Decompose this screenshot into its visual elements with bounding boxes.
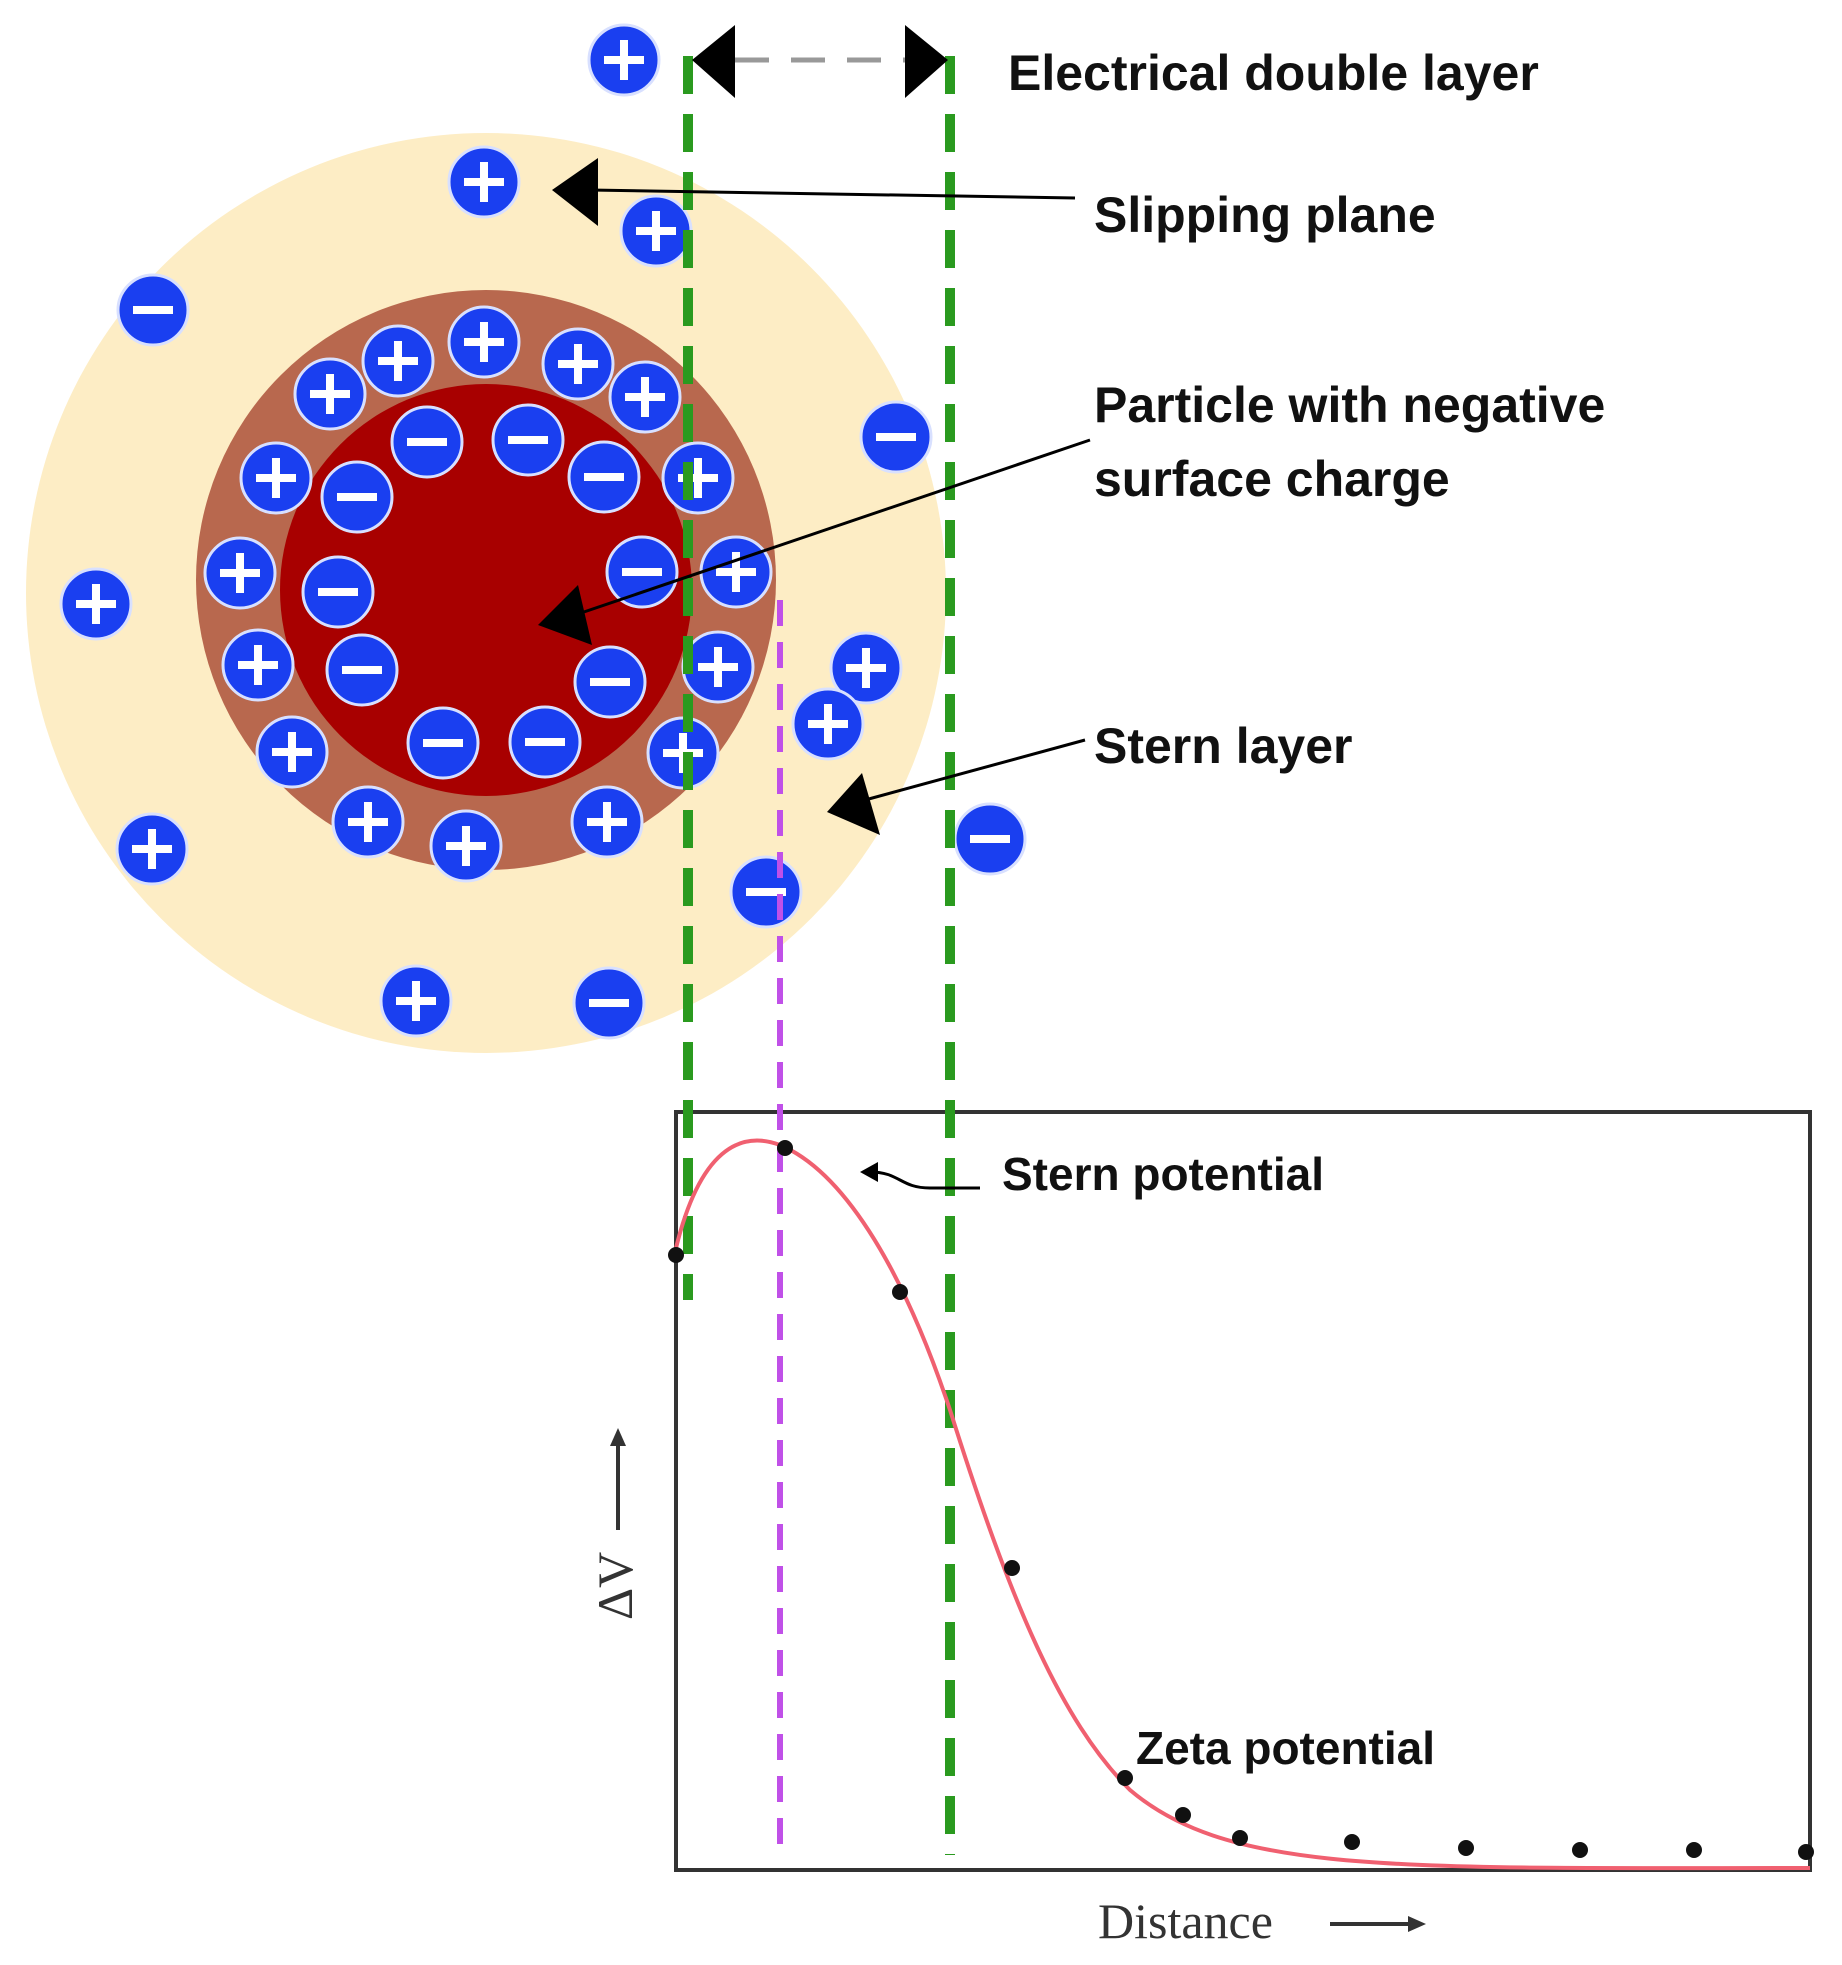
potential-points <box>668 1140 1814 1860</box>
data-point <box>1798 1844 1814 1860</box>
plus-circle-icon <box>331 785 405 859</box>
data-point <box>1004 1560 1020 1576</box>
minus-circle-icon <box>572 966 646 1040</box>
particle-label-line1: Particle with negative <box>1094 377 1605 433</box>
svg-text:ΔV: ΔV <box>587 1552 643 1620</box>
plus-circle-icon <box>661 441 735 515</box>
data-point <box>777 1140 793 1156</box>
minus-circle-icon <box>953 802 1027 876</box>
plus-circle-icon <box>115 812 189 886</box>
stern-layer-label: Stern layer <box>1094 718 1352 774</box>
data-point <box>1175 1807 1191 1823</box>
plus-circle-icon <box>587 23 661 97</box>
stern-potential-label: Stern potential <box>1002 1148 1324 1200</box>
plus-circle-icon <box>59 567 133 641</box>
plus-circle-icon <box>619 194 693 268</box>
stern-potential-pointer <box>869 1170 980 1190</box>
plus-circle-icon <box>791 687 865 761</box>
plus-circle-icon <box>379 964 453 1038</box>
minus-circle-icon <box>406 706 480 780</box>
data-point <box>1117 1770 1133 1786</box>
data-point <box>1572 1842 1588 1858</box>
plot-frame <box>674 1110 1812 1872</box>
x-axis-label: Distance <box>1098 1893 1273 1949</box>
stern-layer-pointer <box>864 738 1086 802</box>
data-point <box>892 1284 908 1300</box>
minus-circle-icon <box>325 633 399 707</box>
negative-ions <box>116 273 1027 1040</box>
plus-circle-icon <box>447 145 521 219</box>
arrow-head-icon <box>552 158 598 226</box>
plus-circle-icon <box>255 715 329 789</box>
left-arrow-icon <box>692 25 735 98</box>
y-axis-label: ΔV <box>587 1552 643 1620</box>
arrow-head-icon <box>538 585 592 645</box>
particle-label-line2: surface charge <box>1094 451 1450 507</box>
data-point <box>1232 1830 1248 1846</box>
minus-circle-icon <box>573 645 647 719</box>
slipping-plane-pointer <box>589 188 1076 200</box>
up-arrow-icon <box>610 1428 626 1446</box>
data-point <box>1344 1834 1360 1850</box>
plus-circle-icon <box>221 628 295 702</box>
minus-circle-icon <box>301 555 375 629</box>
plus-circle-icon <box>239 441 313 515</box>
minus-circle-icon <box>567 440 641 514</box>
minus-circle-icon <box>859 400 933 474</box>
positive-ions <box>59 23 903 1038</box>
arrow-head-icon <box>860 1162 878 1182</box>
minus-circle-icon <box>491 403 565 477</box>
minus-circle-icon <box>390 405 464 479</box>
plus-circle-icon <box>429 809 503 883</box>
zeta-potential-label: Zeta potential <box>1136 1722 1435 1774</box>
plus-circle-icon <box>570 785 644 859</box>
plus-circle-icon <box>541 327 615 401</box>
plus-circle-icon <box>293 357 367 431</box>
plus-circle-icon <box>608 360 682 434</box>
plus-circle-icon <box>699 535 773 609</box>
double-layer-label: Electrical double layer <box>1008 45 1539 101</box>
right-arrow-icon <box>1408 1916 1426 1932</box>
right-arrow-icon <box>905 25 948 98</box>
particle-pointer <box>574 438 1091 617</box>
minus-circle-icon <box>605 535 679 609</box>
plus-circle-icon <box>681 630 755 704</box>
data-point <box>668 1247 684 1263</box>
arrow-head-icon <box>827 773 880 835</box>
slipping-plane-label: Slipping plane <box>1094 187 1436 243</box>
minus-circle-icon <box>729 855 803 929</box>
data-point <box>1686 1842 1702 1858</box>
minus-circle-icon <box>508 705 582 779</box>
plus-circle-icon <box>447 305 521 379</box>
minus-circle-icon <box>320 460 394 534</box>
minus-circle-icon <box>116 273 190 347</box>
plus-circle-icon <box>203 536 277 610</box>
plus-circle-icon <box>829 631 903 705</box>
plus-circle-icon <box>361 324 435 398</box>
data-point <box>1458 1840 1474 1856</box>
